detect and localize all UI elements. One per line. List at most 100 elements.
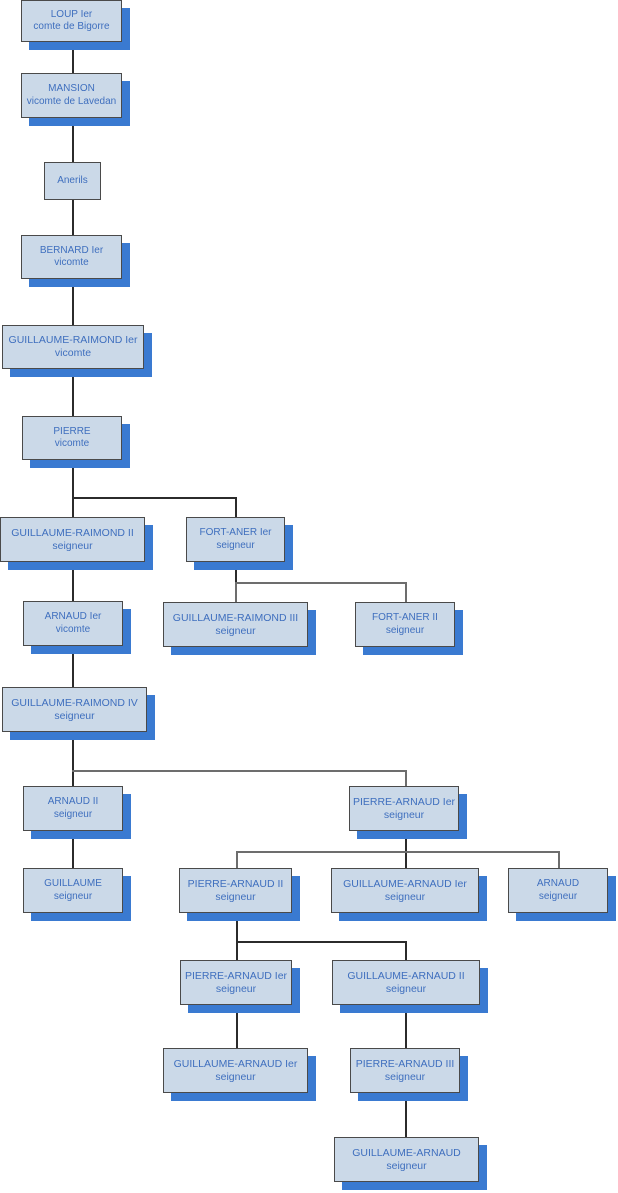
node-box[interactable]: Anerils (44, 162, 101, 200)
connector-line (235, 582, 406, 584)
person-title: seigneur (52, 539, 93, 552)
connector-line (236, 913, 238, 960)
person-title: seigneur (54, 709, 95, 722)
person-name: PIERRE-ARNAUD Ier (184, 969, 288, 982)
connector-line (405, 1093, 407, 1137)
person-title: vicomte (54, 347, 92, 359)
person-name: PIERRE (53, 425, 91, 437)
person-name: BERNARD Ier (39, 244, 104, 256)
connector-line (72, 279, 74, 325)
person-title: seigneur (383, 808, 425, 821)
connector-line (235, 562, 237, 583)
connector-line (72, 831, 74, 868)
person-title: vicomte (54, 257, 89, 268)
person-title: seigneur (384, 890, 426, 903)
connector-line (405, 831, 407, 868)
connector-line (72, 646, 74, 687)
connector-line (405, 1005, 407, 1048)
person-title: seigneur (216, 539, 255, 551)
person-name: ARNAUD Ier (44, 611, 102, 623)
connector-line (72, 562, 74, 601)
person-node[interactable]: Anerils (44, 162, 101, 200)
person-name: GUILLAUME-RAIMOND IV (11, 696, 138, 709)
person-title: vicomte (54, 438, 90, 449)
person-name: LOUP Ier (50, 8, 93, 20)
person-name: FORT-ANER Ier (199, 527, 272, 539)
person-name: MANSION (48, 83, 95, 95)
person-name: GUILLAUME-RAIMOND II (11, 526, 134, 539)
connector-line (72, 42, 74, 73)
person-name: PIERRE-ARNAUD Ier (352, 795, 456, 808)
person-name: GUILLAUME-RAIMOND III (172, 611, 299, 624)
connector-line (405, 770, 407, 786)
connector-line (72, 460, 74, 517)
person-name: PIERRE-ARNAUD II (187, 877, 284, 890)
person-title: seigneur (385, 982, 427, 995)
connector-line (72, 200, 74, 235)
person-name: GUILLAUME-ARNAUD (352, 1146, 461, 1159)
person-title: comte de Bigorre (33, 21, 110, 32)
connector-line (236, 941, 406, 943)
connector-line (405, 941, 407, 960)
person-name: ARNAUD II (47, 796, 99, 808)
person-title: seigneur (385, 624, 425, 636)
person-title: seigneur (215, 890, 256, 903)
connector-line (72, 369, 74, 416)
person-name: GUILLAUME (44, 878, 102, 890)
person-title: seigneur (53, 808, 93, 820)
connector-line (558, 851, 560, 868)
person-title: seigneur (215, 624, 256, 637)
person-title: seigneur (386, 1159, 427, 1172)
connector-line (235, 582, 237, 602)
person-title: seigneur (384, 1070, 426, 1083)
connector-line (236, 1005, 238, 1048)
person-name: GUILLAUME-RAIMOND Ier (8, 334, 138, 347)
person-name: FORT-ANER II (372, 612, 438, 624)
